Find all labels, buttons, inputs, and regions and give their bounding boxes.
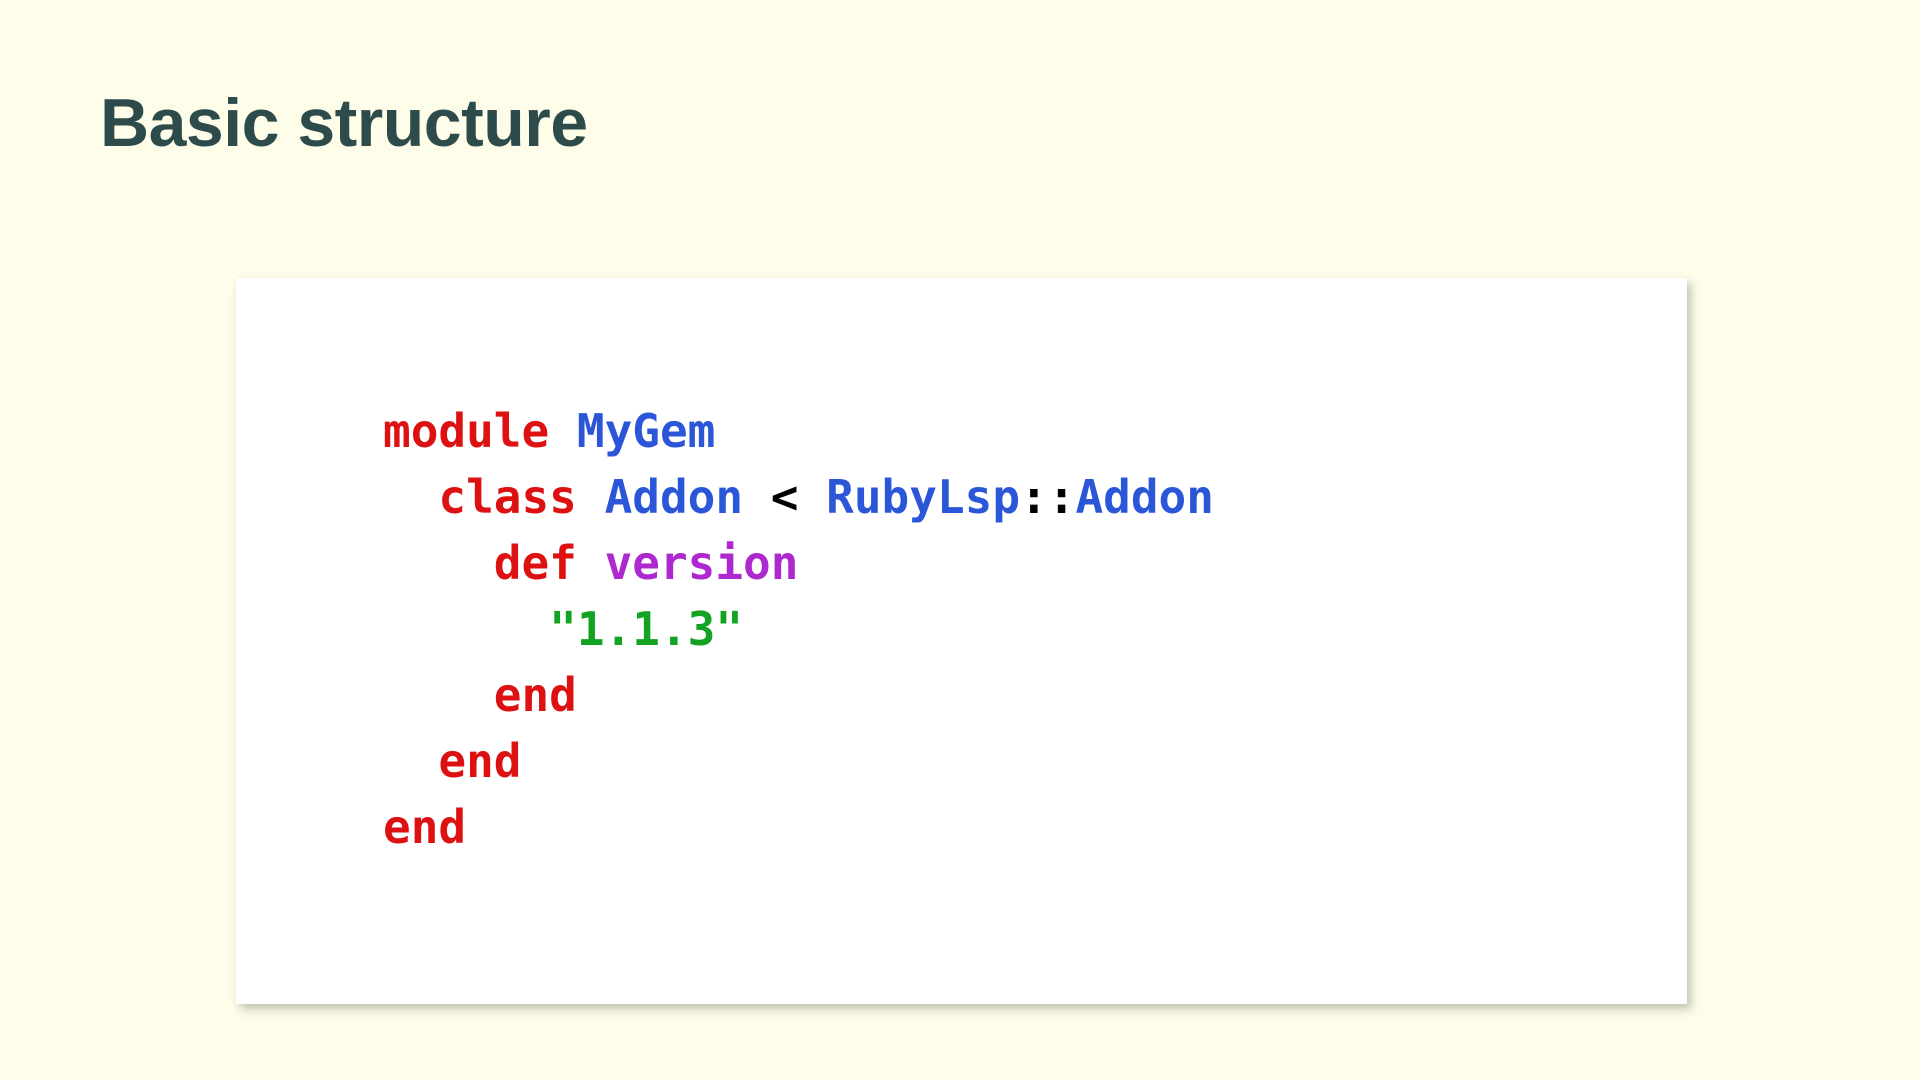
code-token-keyword: def	[493, 536, 577, 590]
code-indent	[383, 470, 438, 524]
code-indent	[383, 536, 494, 590]
code-token-plain	[549, 404, 577, 458]
code-token-keyword: end	[383, 800, 467, 854]
code-token-keyword: module	[383, 404, 550, 458]
code-indent	[383, 602, 549, 656]
code-token-plain	[577, 470, 605, 524]
code-line: def version	[383, 536, 799, 590]
code-token-plain	[577, 536, 605, 590]
code-token-operator: ::	[1020, 470, 1076, 524]
code-token-constant: MyGem	[576, 404, 716, 458]
code-card: module MyGem class Addon < RubyLsp::Addo…	[236, 278, 1687, 1004]
code-token-plain	[743, 470, 771, 524]
code-token-keyword: class	[438, 470, 577, 524]
code-token-string: "1.1.3"	[549, 602, 744, 656]
code-line: class Addon < RubyLsp::Addon	[383, 470, 1214, 524]
code-token-keyword: end	[438, 734, 522, 788]
code-indent	[383, 734, 438, 788]
page-title: Basic structure	[100, 85, 588, 161]
code-line: module MyGem	[383, 404, 715, 458]
code-token-operator: <	[770, 470, 799, 524]
code-token-method: version	[604, 536, 799, 590]
code-token-keyword: end	[493, 668, 577, 722]
code-token-constant: RubyLsp	[826, 470, 1021, 524]
code-token-constant: Addon	[604, 470, 744, 524]
code-line: end	[383, 800, 466, 854]
code-token-constant: Addon	[1075, 470, 1214, 524]
code-line: end	[383, 734, 521, 788]
code-indent	[383, 668, 494, 722]
code-line: "1.1.3"	[383, 602, 743, 656]
code-token-plain	[798, 470, 826, 524]
code-line: end	[383, 668, 577, 722]
code-block: module MyGem class Addon < RubyLsp::Addo…	[383, 398, 1214, 860]
